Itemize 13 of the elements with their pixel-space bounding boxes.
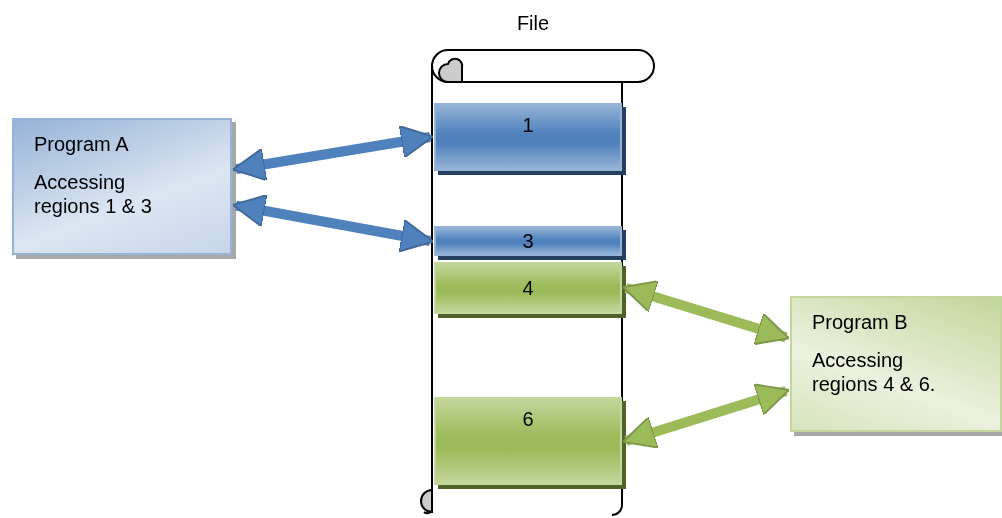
program-title: Program B: [812, 310, 909, 334]
file-title: File: [515, 12, 551, 35]
program-description: Accessing regions 4 & 6.: [812, 348, 937, 396]
program-title: Program A: [34, 132, 130, 156]
region-number: 1: [522, 115, 534, 135]
double-arrow: [622, 280, 790, 346]
double-arrow: [622, 383, 790, 449]
region-number: 6: [522, 409, 534, 429]
program-description: Accessing regions 1 & 3: [34, 170, 153, 218]
region-number: 3: [522, 231, 534, 251]
region-number: 4: [522, 278, 534, 298]
double-arrow: [231, 194, 435, 253]
double-arrow: [231, 124, 435, 182]
